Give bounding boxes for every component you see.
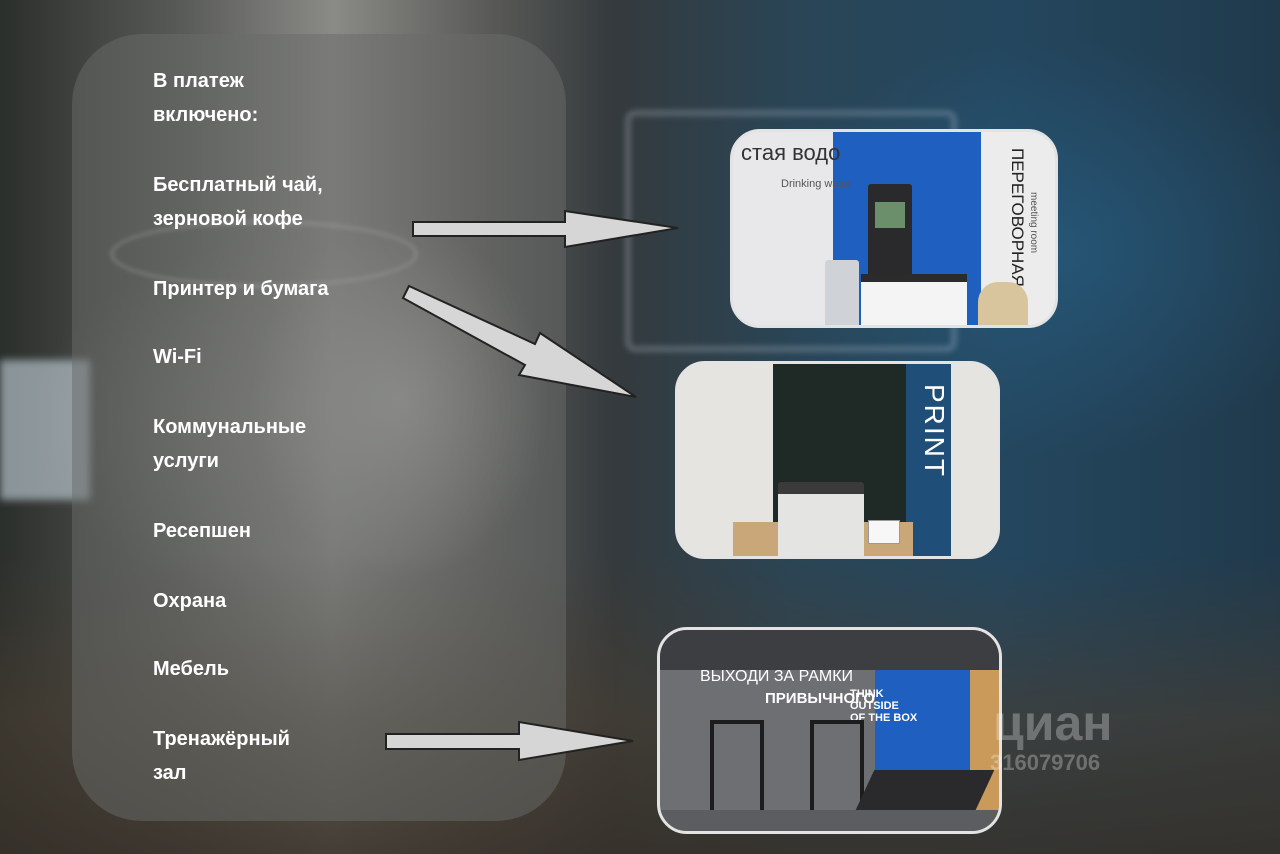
arrow-to-print-icon: [401, 284, 637, 398]
gym-slogan-line1: ВЫХОДИ ЗА РАМКИ: [700, 668, 854, 685]
amenity-security: Охрана: [153, 590, 227, 612]
gym-ceiling: [660, 630, 999, 670]
water-cooler: [825, 260, 859, 325]
counter-cabinet: [861, 274, 967, 325]
amenities-panel: [72, 34, 566, 821]
meeting-room-sublabel: meeting room: [1028, 192, 1039, 254]
gym-slogan-line2: ПРИВЫЧНОГО: [765, 690, 876, 707]
meeting-room-label: ПЕРЕГОВОРНАЯ: [1008, 148, 1027, 287]
photo-coffee-point: стая водо Drinking water ПЕРЕГОВОРНАЯ me…: [730, 129, 1058, 328]
amenity-furniture: Мебель: [153, 658, 229, 680]
paper-tray: [868, 520, 900, 544]
coffee-machine-screen: [875, 202, 905, 228]
amenity-tea-coffee: Бесплатный чай, зерновой кофе: [153, 174, 323, 230]
amenities-heading: В платеж включено:: [153, 70, 259, 126]
treadmills: [855, 770, 995, 810]
print-sign-text: PRINT: [919, 384, 950, 478]
gym-machine-1: [710, 720, 764, 818]
gym-floor: [660, 810, 999, 831]
printer: [778, 482, 864, 556]
amenity-gym: Тренажёрный зал: [153, 728, 290, 784]
amenity-utilities: Коммунальные услуги: [153, 416, 307, 472]
photo-gym: ВЫХОДИ ЗА РАМКИ ПРИВЫЧНОГО THINK OUTSIDE…: [657, 627, 1002, 834]
watermark-id: 316079706: [990, 750, 1101, 775]
amenity-printer: Принтер и бумага: [153, 278, 329, 300]
amenity-wifi: Wi-Fi: [153, 346, 202, 368]
water-sign-subtext: Drinking water: [781, 178, 852, 190]
coffee-machine: [868, 184, 912, 276]
meeting-chair: [978, 282, 1028, 325]
water-sign-text: стая водо: [741, 140, 841, 165]
print-sign-panel: [906, 364, 951, 556]
arrow-to-coffee-icon: [412, 209, 679, 249]
amenity-reception: Ресепшен: [153, 520, 251, 542]
watermark-brand: циан: [993, 695, 1113, 751]
gym-think-box: THINK OUTSIDE OF THE BOX: [850, 688, 918, 724]
gym-machine-2: [810, 720, 864, 818]
arrow-to-gym-icon: [385, 720, 634, 762]
photo-print-area: PRINT: [675, 361, 1000, 559]
